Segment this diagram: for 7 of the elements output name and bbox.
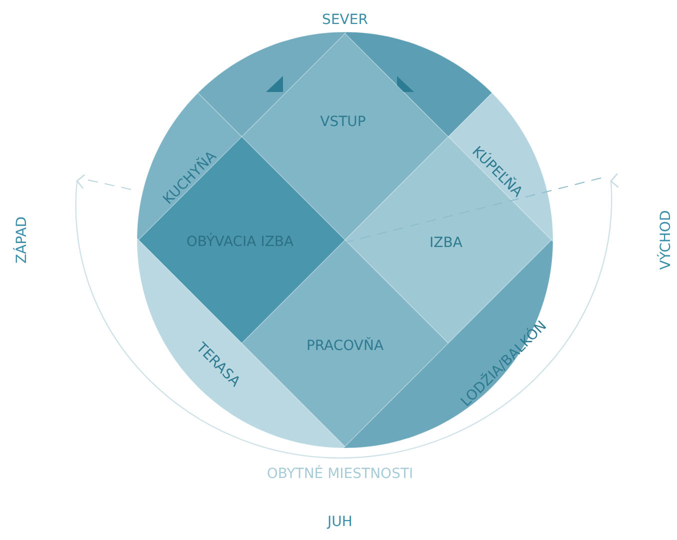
compass-label: SEVER <box>322 12 368 28</box>
compass-label: VÝCHOD <box>658 210 674 270</box>
room-label: PRACOVŇA <box>306 338 384 354</box>
compass-label: ZÁPAD <box>14 216 30 264</box>
room-label: IZBA <box>430 234 462 252</box>
room-label: VSTUP <box>320 114 366 130</box>
compass-label: JUH <box>328 514 352 530</box>
